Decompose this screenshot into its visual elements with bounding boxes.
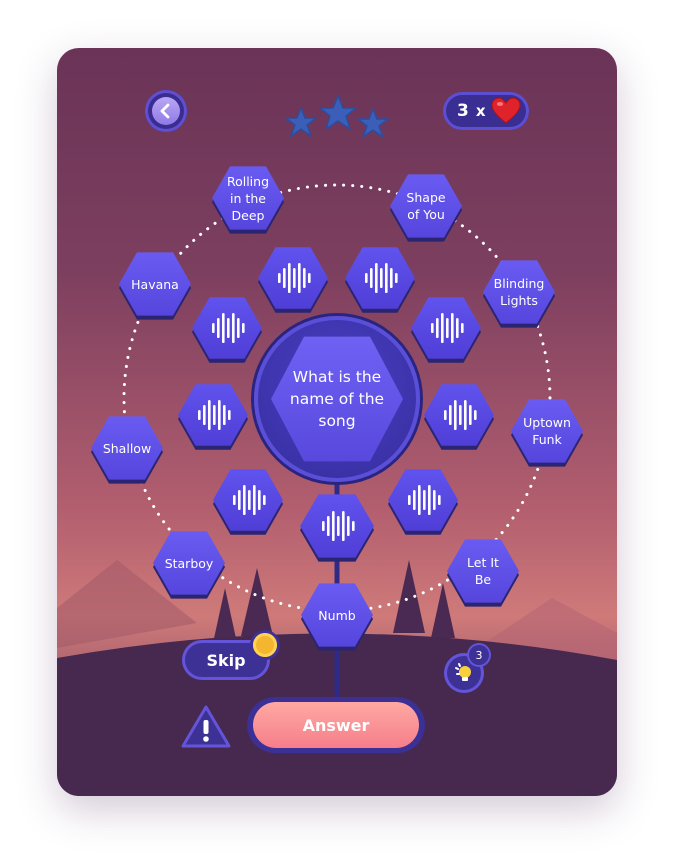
song-option-label: Rolling in the Deep — [226, 173, 270, 223]
lives-count: 3 — [457, 101, 469, 121]
back-button[interactable] — [145, 90, 187, 132]
song-option-label: Shallow — [102, 440, 152, 456]
mountain-left — [57, 560, 197, 648]
sound-wave-icon — [444, 400, 477, 430]
game-card: 3 x What is the name of the song Rolling… — [57, 48, 617, 796]
song-option-havana[interactable]: Havana — [119, 252, 191, 316]
song-option-label: Uptown Funk — [523, 415, 571, 447]
sound-wave-icon — [198, 400, 231, 430]
sound-clip-button[interactable] — [213, 469, 283, 531]
song-option-rolling[interactable]: Rolling in the Deep — [212, 166, 284, 230]
lives-counter: 3 x — [443, 92, 529, 130]
heart-icon — [491, 97, 521, 124]
song-option-label: Shape of You — [406, 190, 446, 222]
song-option-letitbe[interactable]: Let It Be — [447, 539, 519, 603]
song-option-label: Numb — [318, 607, 356, 623]
song-option-label: Blinding Lights — [493, 276, 545, 308]
star-icon — [355, 106, 391, 139]
sound-wave-icon — [365, 263, 398, 293]
song-option-uptown[interactable]: Uptown Funk — [511, 399, 583, 463]
star-icon — [317, 94, 359, 131]
back-arrow-icon — [152, 97, 180, 125]
star-rating — [283, 94, 391, 139]
warning-icon[interactable] — [180, 704, 232, 750]
sound-wave-icon — [233, 485, 266, 515]
sound-wave-icon — [431, 313, 464, 343]
hint-count-badge: 3 — [469, 645, 489, 665]
song-option-numb[interactable]: Numb — [301, 583, 373, 647]
tree — [241, 568, 273, 636]
lives-multiplier: x — [475, 102, 486, 120]
song-option-label: Let It Be — [467, 555, 499, 587]
song-option-blinding[interactable]: Blinding Lights — [483, 260, 555, 324]
tree — [213, 588, 237, 643]
skip-label: Skip — [206, 650, 246, 670]
song-option-label: Starboy — [164, 555, 214, 571]
lightbulb-icon — [455, 663, 471, 681]
answer-button[interactable]: Answer — [253, 702, 419, 748]
star-icon — [283, 105, 319, 138]
song-option-shallow[interactable]: Shallow — [91, 416, 163, 480]
coin-icon — [253, 633, 277, 657]
sound-clip-button[interactable] — [300, 494, 374, 558]
sound-wave-icon — [278, 263, 311, 293]
dotted-ring — [122, 183, 552, 613]
answer-label: Answer — [302, 715, 370, 735]
tree — [393, 560, 425, 633]
sound-wave-icon — [322, 511, 355, 541]
song-option-label: Havana — [131, 276, 179, 292]
sound-wave-icon — [408, 485, 441, 515]
sound-wave-icon — [212, 313, 245, 343]
song-option-shape[interactable]: Shape of You — [390, 174, 462, 238]
tree — [431, 583, 455, 638]
song-option-starboy[interactable]: Starboy — [153, 531, 225, 595]
